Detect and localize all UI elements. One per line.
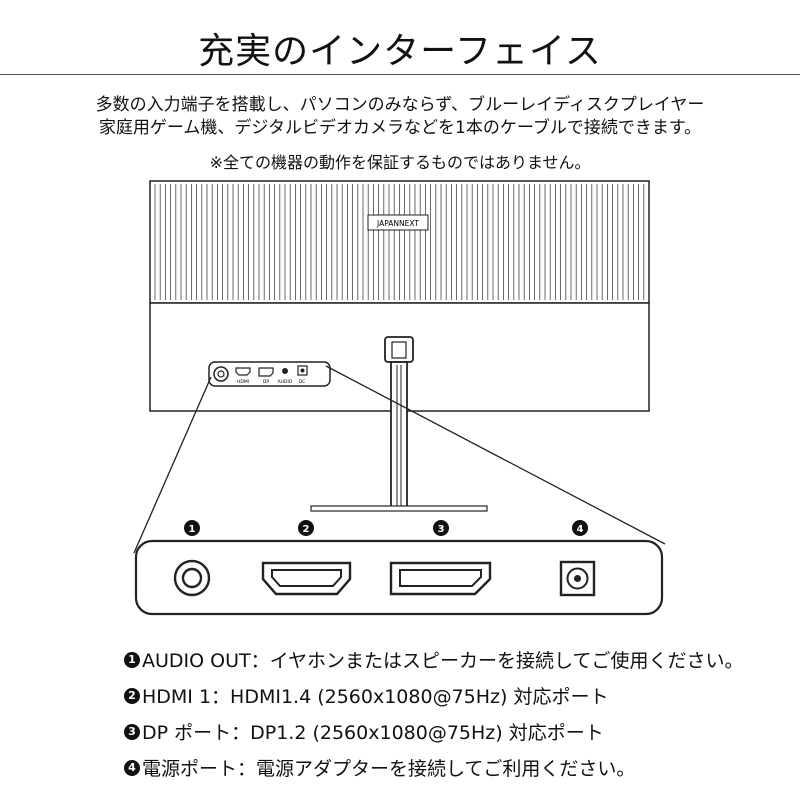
brand-label-box: [367, 214, 429, 231]
rear-hdmi-port: [235, 367, 251, 376]
title-divider: [0, 74, 800, 75]
rear-label-dp: DP: [263, 379, 269, 385]
legend-badge-3: 3: [124, 723, 140, 740]
rear-label-hdmi: HDMI: [237, 379, 249, 385]
legend-text-dp: DP ポート：DP1.2 (2560x1080@75Hz) 対応ポート: [142, 722, 604, 744]
rear-audio-dot: [282, 368, 288, 374]
brand-label: JAPANNEXT: [376, 219, 419, 228]
badge-4: 4: [572, 520, 588, 536]
description-line-2: 家庭用ゲーム機、デジタルビデオカメラなどを1本のケーブルで接続できます。: [98, 118, 702, 138]
rear-label-dc: DC: [299, 379, 306, 385]
badge-2-label: 2: [303, 524, 310, 535]
badge-1: 1: [184, 520, 200, 536]
badge-4-label: 4: [577, 524, 584, 535]
legend-badge-2: 2: [124, 687, 140, 704]
stand-neck: [390, 361, 408, 511]
vent-lines: [154, 184, 645, 300]
page-title: 充実のインターフェイス: [198, 31, 602, 72]
badge-3-label: 3: [438, 524, 445, 535]
badge-3: 3: [433, 520, 449, 536]
stand-base: [310, 505, 488, 512]
callout-line-right: [325, 365, 666, 545]
legend-text-hdmi: HDMI 1：HDMI1.4 (2560x1080@75Hz) 対応ポート: [142, 686, 609, 708]
callout-line-left: [133, 376, 212, 554]
badge-1-label: 1: [189, 524, 196, 535]
rear-label-audio: AUDIO: [278, 379, 293, 385]
legend-badge-1: 1: [124, 651, 140, 668]
legend-badge-4: 4: [124, 759, 140, 776]
rear-dp-port: [258, 367, 274, 377]
badge-2: 2: [298, 520, 314, 536]
description: 多数の入力端子を搭載し、パソコンのみならず、ブルーレイディスクプレイヤー 家庭用…: [0, 94, 800, 140]
disclaimer-note: ※全ての機器の動作を保証するものではありません。: [209, 153, 591, 172]
legend-text-audio: AUDIO OUT：イヤホンまたはスピーカーを接続してご使用ください。: [142, 650, 744, 672]
legend-text-power: 電源ポート：電源アダプターを接続してご利用ください。: [142, 758, 636, 780]
description-line-1: 多数の入力端子を搭載し、パソコンのみならず、ブルーレイディスクプレイヤー: [95, 95, 705, 115]
